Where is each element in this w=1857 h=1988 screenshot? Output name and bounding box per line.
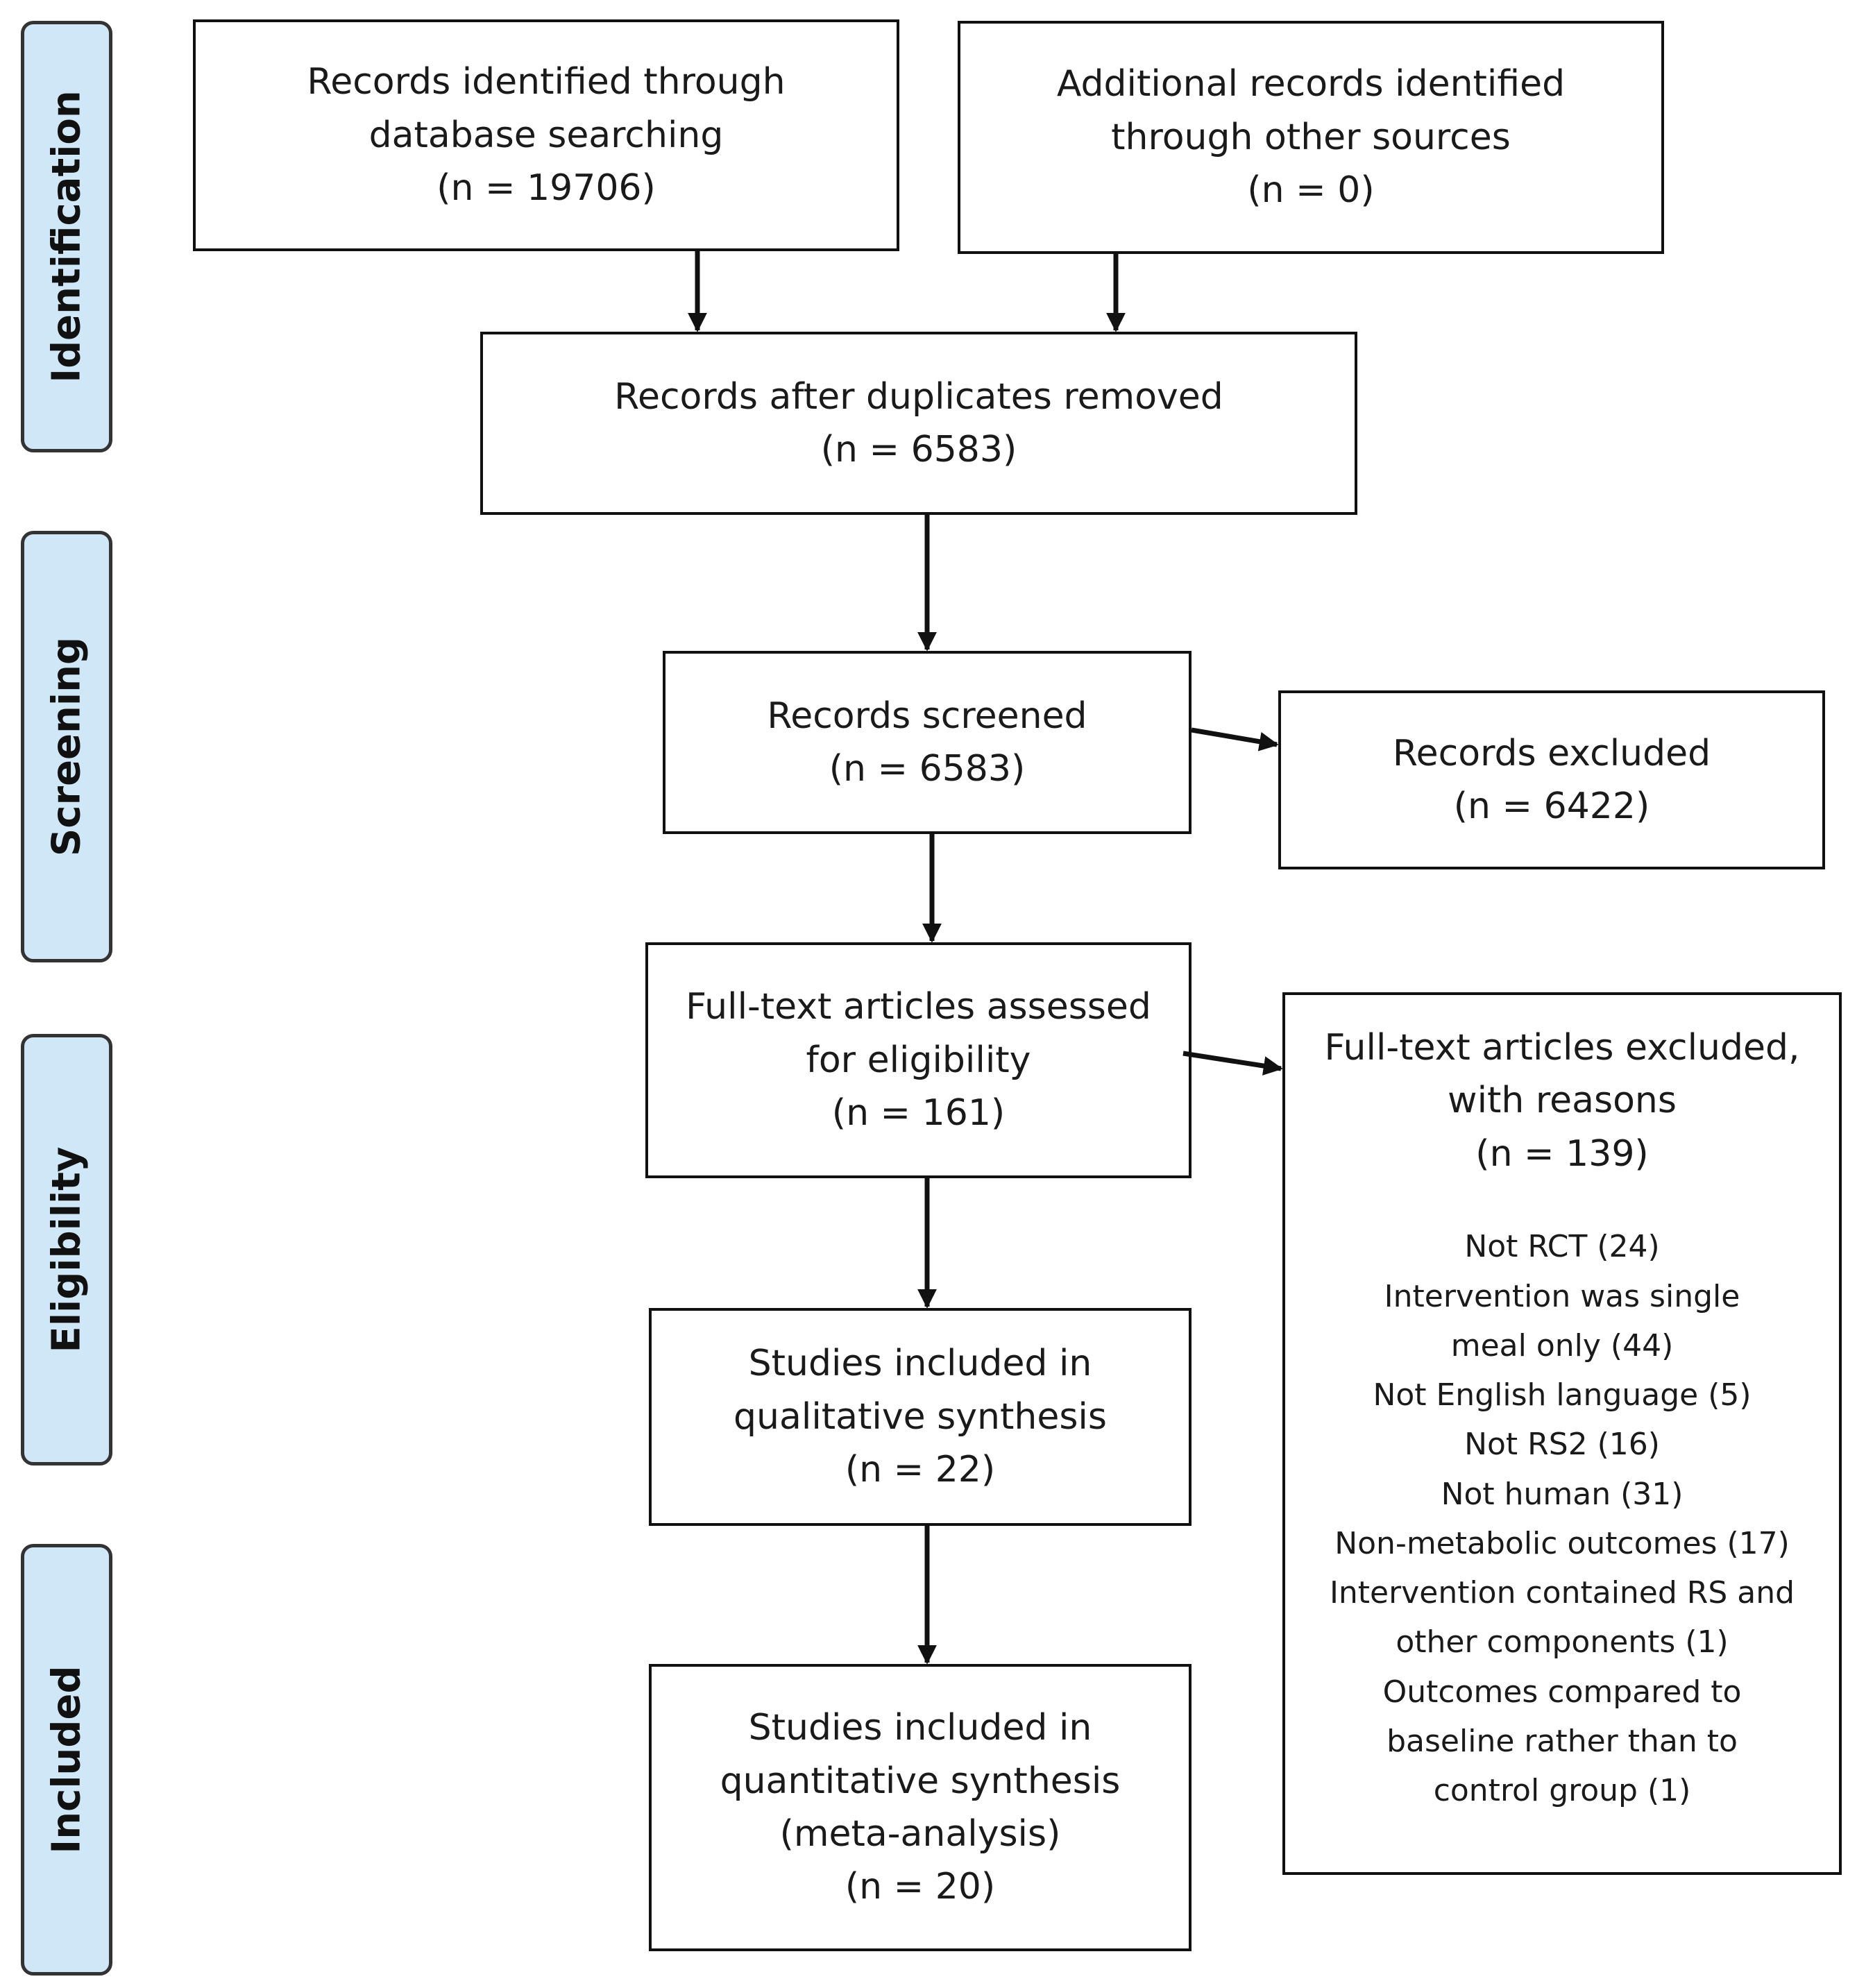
- box-qualitative-synthesis: Studies included in qualitative synthesi…: [649, 1308, 1192, 1526]
- exclusion-reason: other components (1): [1396, 1624, 1729, 1660]
- box-count: (n = 6422): [1453, 785, 1650, 827]
- box-text: Records screened: [767, 695, 1087, 737]
- box-fulltext-assessed: Full-text articles assessed for eligibil…: [645, 942, 1192, 1178]
- arrow-fulltext-to-excluded: [1182, 1051, 1283, 1076]
- box-records-excluded: Records excluded (n = 6422): [1278, 690, 1825, 869]
- exclusion-reason: Intervention contained RS and: [1329, 1575, 1795, 1611]
- box-text: (meta-analysis): [779, 1813, 1061, 1855]
- box-text: Studies included in: [748, 1343, 1092, 1385]
- box-text: database searching: [368, 114, 724, 156]
- box-text: Additional records identified: [1056, 63, 1566, 105]
- exclusion-reason: meal only (44): [1450, 1327, 1674, 1363]
- exclusion-reason: Not RS2 (16): [1464, 1427, 1660, 1463]
- box-fulltext-excluded: Full-text articles excluded, with reason…: [1282, 992, 1842, 1875]
- box-text: Records after duplicates removed: [614, 375, 1223, 418]
- exclusion-reason: Not RCT (24): [1464, 1229, 1660, 1265]
- box-text: through other sources: [1111, 116, 1511, 158]
- box-text: with reasons: [1448, 1080, 1677, 1122]
- box-count: (n = 19706): [436, 167, 656, 210]
- box-text: Full-text articles excluded,: [1324, 1027, 1800, 1069]
- stage-tab-identification: Identification: [21, 21, 112, 452]
- stage-tab-screening: Screening: [21, 531, 112, 962]
- box-text: Records excluded: [1392, 732, 1711, 774]
- box-duplicates-removed: Records after duplicates removed (n = 65…: [480, 332, 1357, 515]
- exclusion-reason: Not English language (5): [1373, 1377, 1752, 1413]
- box-quantitative-synthesis: Studies included in quantitative synthes…: [649, 1664, 1192, 1951]
- stage-tab-included: Included: [21, 1544, 112, 1976]
- arrow-screened-to-excluded: [1191, 727, 1279, 751]
- box-records-screened: Records screened (n = 6583): [663, 651, 1192, 834]
- box-text: Records identified through: [307, 61, 786, 103]
- stage-tab-eligibility: Eligibility: [21, 1034, 112, 1465]
- exclusion-reason: Intervention was single: [1384, 1278, 1740, 1314]
- box-count: (n = 6583): [820, 429, 1017, 470]
- exclusion-reason: Outcomes compared to: [1382, 1674, 1742, 1710]
- box-count: (n = 22): [845, 1449, 996, 1491]
- box-count: (n = 0): [1247, 169, 1375, 212]
- box-text: quantitative synthesis: [720, 1760, 1121, 1802]
- box-count: (n = 161): [831, 1092, 1006, 1135]
- box-text: for eligibility: [806, 1039, 1031, 1081]
- exclusion-reason: control group (1): [1433, 1773, 1691, 1809]
- box-count: (n = 139): [1475, 1132, 1649, 1175]
- box-count: (n = 20): [845, 1866, 996, 1908]
- exclusion-reason: baseline rather than to: [1387, 1723, 1738, 1759]
- box-count: (n = 6583): [829, 748, 1026, 790]
- exclusion-reason: Not human (31): [1441, 1476, 1684, 1512]
- box-text: Full-text articles assessed: [686, 986, 1151, 1028]
- exclusion-reason: Non-metabolic outcomes (17): [1334, 1525, 1790, 1561]
- box-database-search: Records identified through database sear…: [193, 19, 899, 251]
- exclusion-reasons-list: Not RCT (24) Intervention was single mea…: [1330, 1222, 1795, 1815]
- box-other-sources: Additional records identified through ot…: [958, 21, 1664, 254]
- box-text: qualitative synthesis: [734, 1395, 1107, 1438]
- box-text: Studies included in: [748, 1707, 1092, 1749]
